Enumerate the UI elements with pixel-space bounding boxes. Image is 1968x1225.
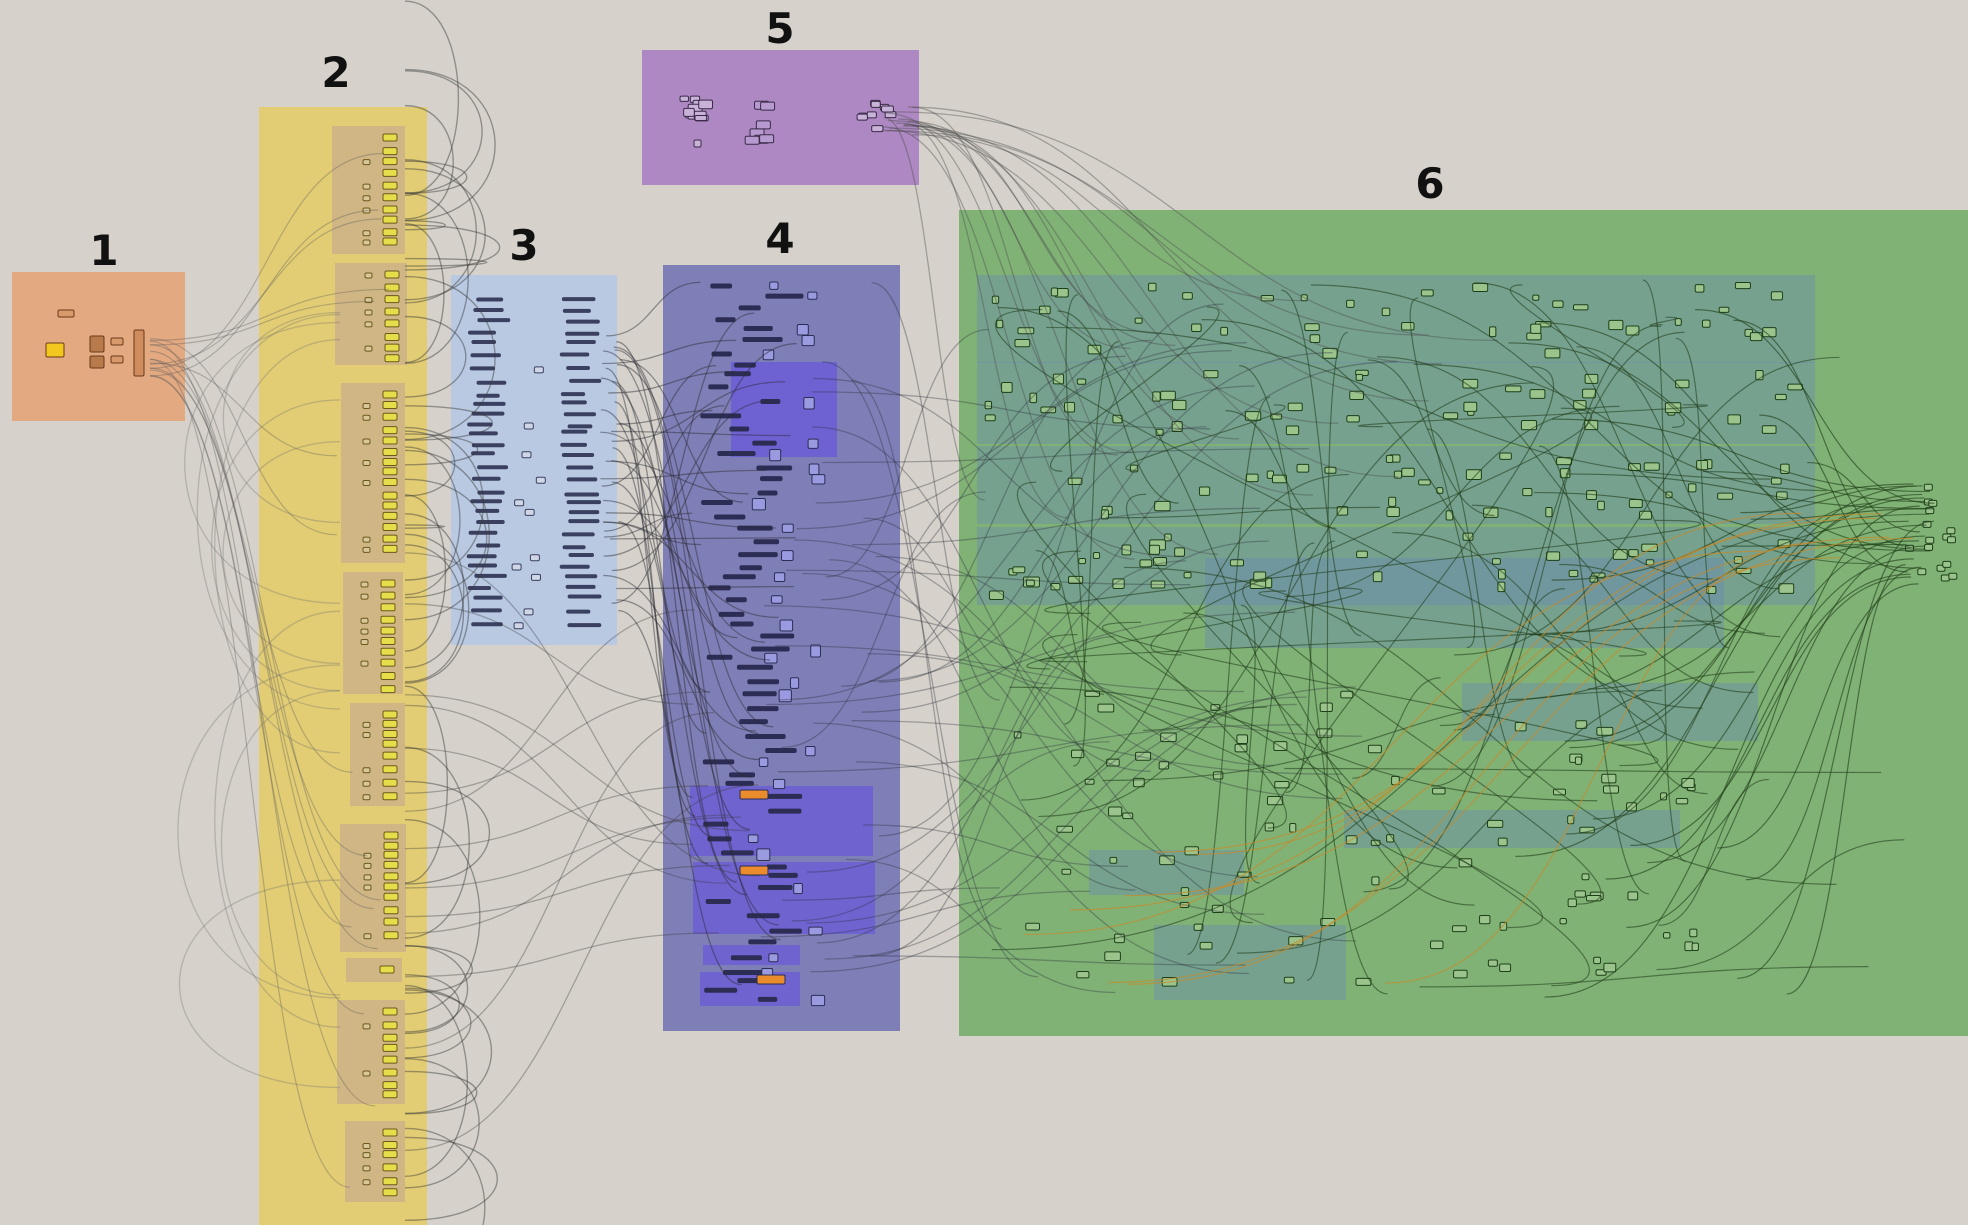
group-6-label: 6 bbox=[1415, 159, 1445, 208]
group-1-region[interactable] bbox=[12, 272, 185, 421]
group-5-region[interactable] bbox=[642, 50, 919, 185]
group-4-region[interactable] bbox=[663, 265, 900, 1031]
wire bbox=[404, 747, 693, 846]
group-5-label: 5 bbox=[765, 4, 795, 53]
wire bbox=[404, 691, 708, 794]
group-6-region[interactable] bbox=[959, 210, 1968, 1036]
group-1-label: 1 bbox=[89, 226, 119, 275]
group-2-label: 2 bbox=[321, 48, 351, 97]
group-3-region[interactable] bbox=[451, 275, 617, 645]
group-3-label: 3 bbox=[509, 221, 539, 270]
group-2-region[interactable] bbox=[259, 107, 427, 1225]
group-4-label: 4 bbox=[765, 214, 795, 263]
